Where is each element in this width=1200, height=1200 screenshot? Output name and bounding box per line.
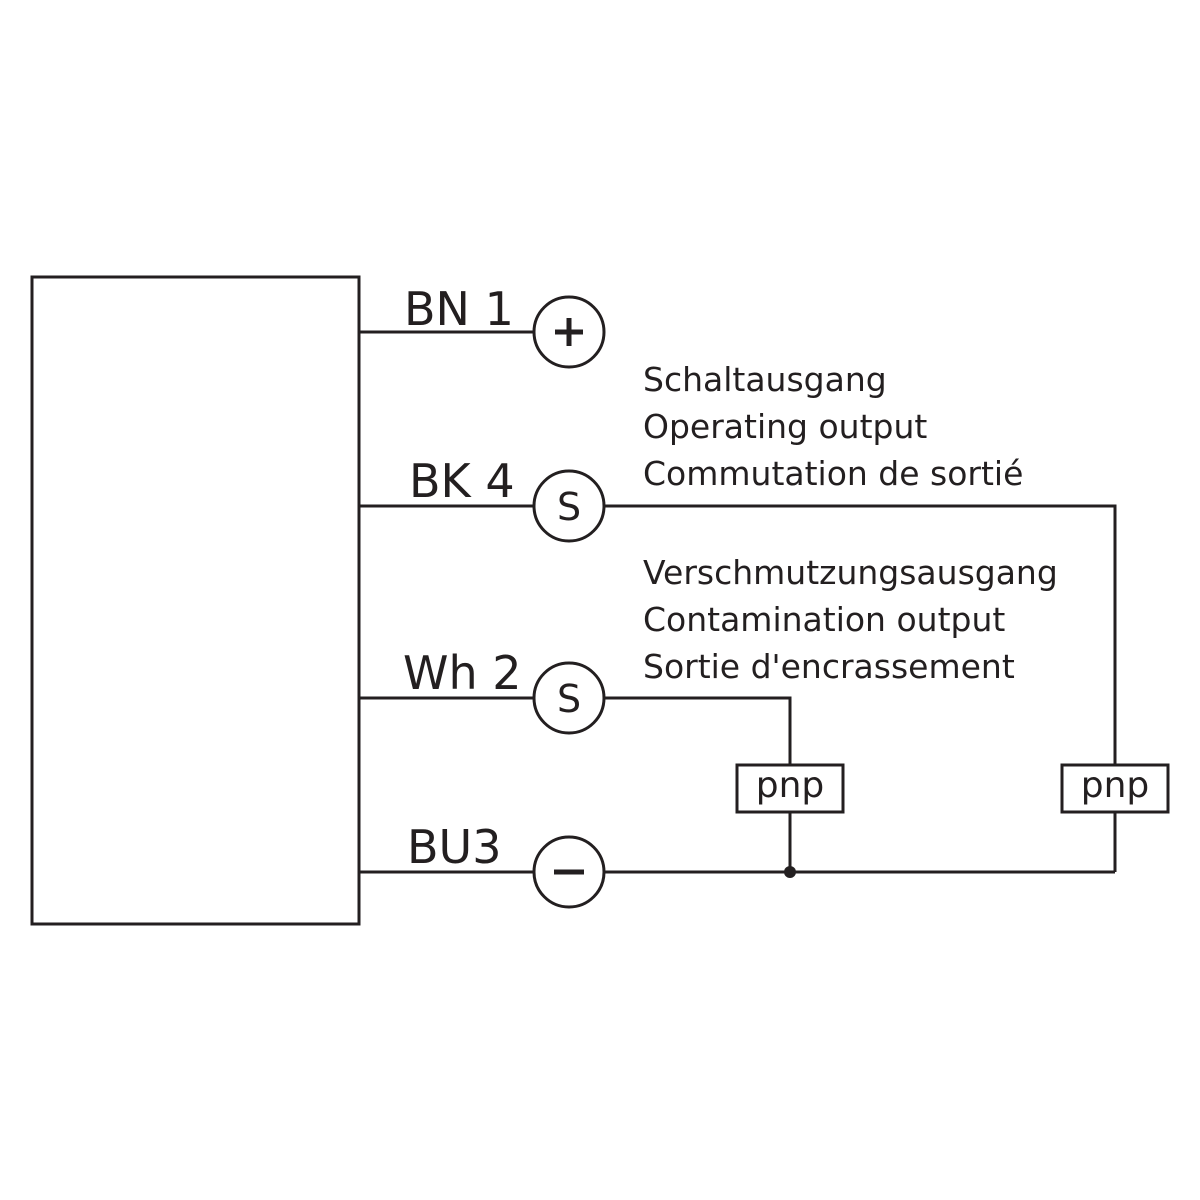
sensor-body (30, 275, 361, 926)
contamination-desc-line-en: Contamination output (643, 600, 1005, 639)
wh-terminal-letter: S (557, 677, 581, 721)
contamination-pnp-load: pnp (735, 763, 845, 814)
contamination-desc-line-fr: Sortie d'encrassement (643, 647, 1015, 686)
minus-terminal (532, 835, 606, 909)
operating-output-description: Schaltausgang Operating output Commutati… (643, 360, 1023, 493)
operating-pnp-load: pnp (1060, 763, 1170, 814)
operating-output-line (604, 504, 1117, 765)
junction-dot (784, 866, 796, 878)
wh-wire-label: Wh 2 (403, 646, 522, 700)
bu-wire-label: BU3 (407, 820, 502, 874)
bk-terminal-letter: S (557, 485, 581, 529)
plus-icon (555, 318, 583, 346)
bk-wire-label: BK 4 (409, 454, 515, 508)
contamination-pnp-label: pnp (756, 765, 825, 806)
operating-pnp-label: pnp (1081, 765, 1150, 806)
operating-desc-line-fr: Commutation de sortié (643, 454, 1023, 493)
bk-switch-terminal: S (532, 469, 606, 543)
operating-pnp-box (1060, 763, 1170, 814)
contamination-output-description: Verschmutzungsausgang Contamination outp… (643, 553, 1058, 686)
bn-wire-label: BN 1 (404, 282, 514, 336)
plus-terminal (532, 295, 606, 369)
operating-desc-line-de: Schaltausgang (643, 360, 887, 399)
operating-desc-line-en: Operating output (643, 407, 927, 446)
contamination-desc-line-de: Verschmutzungsausgang (643, 553, 1058, 592)
contamination-output-line (604, 696, 792, 765)
contamination-pnp-box (735, 763, 845, 814)
wh-switch-terminal: S (532, 661, 606, 735)
